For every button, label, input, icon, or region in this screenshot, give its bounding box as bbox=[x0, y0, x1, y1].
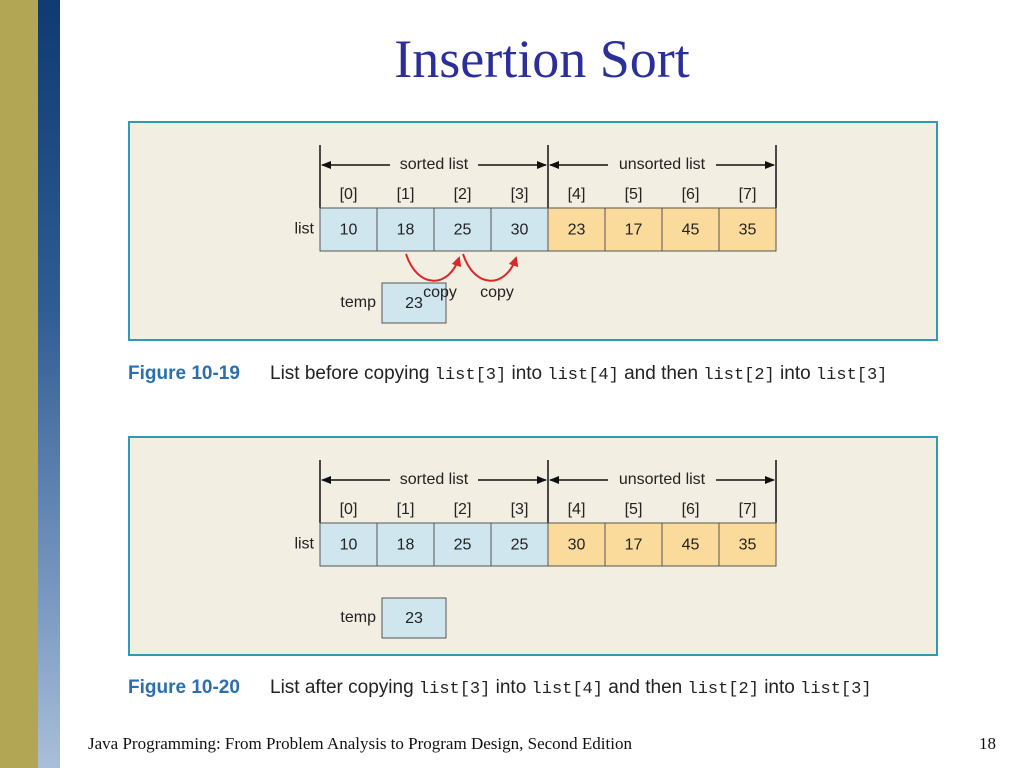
figure-10-20-svg: sorted list unsorted list [0] [1] [2] [3] [4] [… bbox=[294, 460, 777, 639]
caption-text-fragment: List after copying bbox=[270, 677, 419, 698]
list-cell-value: 10 bbox=[340, 537, 358, 554]
figure-caption-label: Figure 10-19 bbox=[128, 363, 240, 384]
caption-code-fragment: list[3] bbox=[418, 680, 491, 699]
list-label: list bbox=[294, 536, 314, 553]
unsorted-list-label: unsorted list bbox=[619, 471, 706, 488]
caption-text-fragment: into bbox=[490, 677, 532, 698]
list-cell bbox=[490, 522, 549, 567]
slide-title: Insertion Sort bbox=[394, 29, 690, 89]
list-cell bbox=[661, 522, 720, 567]
list-cell-value: 17 bbox=[625, 537, 643, 554]
list-cell bbox=[547, 207, 606, 252]
list-cell-value: 45 bbox=[682, 222, 700, 239]
sorted-list-label: sorted list bbox=[400, 471, 469, 488]
list-cell bbox=[319, 207, 378, 252]
caption-code-fragment: list[4] bbox=[531, 680, 603, 699]
temp-box bbox=[381, 282, 447, 324]
figure-10-20-diagram: sorted list unsorted list [0] [1] [2] [3] [4] [… bbox=[128, 436, 938, 656]
left-gold-stripe bbox=[0, 0, 38, 768]
copy-arrow bbox=[405, 253, 462, 282]
caption-code-fragment: list[4] bbox=[547, 366, 619, 385]
index-label: [7] bbox=[739, 501, 757, 518]
index-label: [0] bbox=[340, 501, 358, 518]
index-label: [0] bbox=[340, 186, 358, 203]
index-label: [7] bbox=[739, 186, 757, 203]
index-label: [5] bbox=[625, 186, 643, 203]
sorted-list-label: sorted list bbox=[400, 156, 469, 173]
index-label: [2] bbox=[454, 186, 472, 203]
list-cell-value: 25 bbox=[454, 537, 472, 554]
index-label: [4] bbox=[568, 186, 586, 203]
index-label: [6] bbox=[682, 501, 700, 518]
list-cell-value: 25 bbox=[454, 222, 472, 239]
copy-label: copy bbox=[423, 284, 457, 301]
index-label: [2] bbox=[454, 501, 472, 518]
list-cell bbox=[319, 522, 378, 567]
list-cell-value: 23 bbox=[568, 222, 586, 239]
index-label: [6] bbox=[682, 186, 700, 203]
unsorted-list-label: unsorted list bbox=[619, 156, 706, 173]
left-blue-stripe bbox=[38, 0, 60, 768]
list-cell bbox=[604, 207, 663, 252]
list-cell bbox=[718, 207, 777, 252]
caption-text-fragment: and then bbox=[602, 677, 688, 698]
index-label: [1] bbox=[397, 186, 415, 203]
list-cell-value: 35 bbox=[739, 222, 757, 239]
list-cell bbox=[490, 207, 549, 252]
temp-label: temp bbox=[340, 294, 376, 311]
list-cell-value: 18 bbox=[397, 222, 415, 239]
list-cell bbox=[718, 522, 777, 567]
list-cell-value: 18 bbox=[397, 537, 415, 554]
list-cell-value: 35 bbox=[739, 537, 757, 554]
page-number: 18 bbox=[979, 734, 996, 753]
index-label: [3] bbox=[511, 501, 529, 518]
list-cell bbox=[604, 522, 663, 567]
caption-text-fragment: List before copying bbox=[270, 363, 435, 384]
caption-text-fragment: and then bbox=[618, 363, 704, 384]
figure-10-19-diagram: sorted list unsorted list [0] [1] [2] [3] [4] [… bbox=[128, 121, 938, 341]
index-label: [4] bbox=[568, 501, 586, 518]
list-cell bbox=[376, 207, 435, 252]
figure-caption-label: Figure 10-20 bbox=[128, 677, 240, 698]
caption-text-fragment: into bbox=[758, 677, 801, 698]
temp-label: temp bbox=[340, 609, 376, 626]
figure-caption-text: List before copying list[3] into list[4]… bbox=[270, 362, 910, 388]
figure-10-19-svg: sorted list unsorted list [0] [1] [2] [3] [4] [… bbox=[294, 145, 777, 324]
list-cell-value: 17 bbox=[625, 222, 643, 239]
copy-label: copy bbox=[480, 284, 514, 301]
list-cell-value: 25 bbox=[511, 537, 529, 554]
list-cell bbox=[376, 522, 435, 567]
list-label: list bbox=[294, 221, 314, 238]
index-label: [3] bbox=[511, 186, 529, 203]
list-cell-value: 30 bbox=[568, 537, 586, 554]
index-label: [1] bbox=[397, 501, 415, 518]
temp-value: 23 bbox=[405, 610, 423, 627]
temp-box bbox=[381, 597, 447, 639]
caption-code-fragment: list[3] bbox=[434, 366, 507, 385]
caption-code-fragment: list[3] bbox=[815, 366, 888, 385]
caption-code-fragment: list[2] bbox=[687, 680, 759, 699]
list-cell bbox=[433, 207, 492, 252]
temp-value: 23 bbox=[405, 295, 423, 312]
list-cell-value: 10 bbox=[340, 222, 358, 239]
caption-code-fragment: list[3] bbox=[800, 680, 872, 699]
caption-text-fragment: into bbox=[774, 363, 816, 384]
caption-code-fragment: list[2] bbox=[703, 366, 775, 385]
figure-caption-text: List after copying list[3] into list[4] … bbox=[270, 676, 910, 702]
list-cell-value: 45 bbox=[682, 537, 700, 554]
list-cell-value: 30 bbox=[511, 222, 529, 239]
copy-arrow bbox=[462, 253, 519, 282]
index-label: [5] bbox=[625, 501, 643, 518]
footer-text: Java Programming: From Problem Analysis … bbox=[88, 734, 632, 753]
list-cell bbox=[433, 522, 492, 567]
caption-text-fragment: into bbox=[506, 363, 548, 384]
